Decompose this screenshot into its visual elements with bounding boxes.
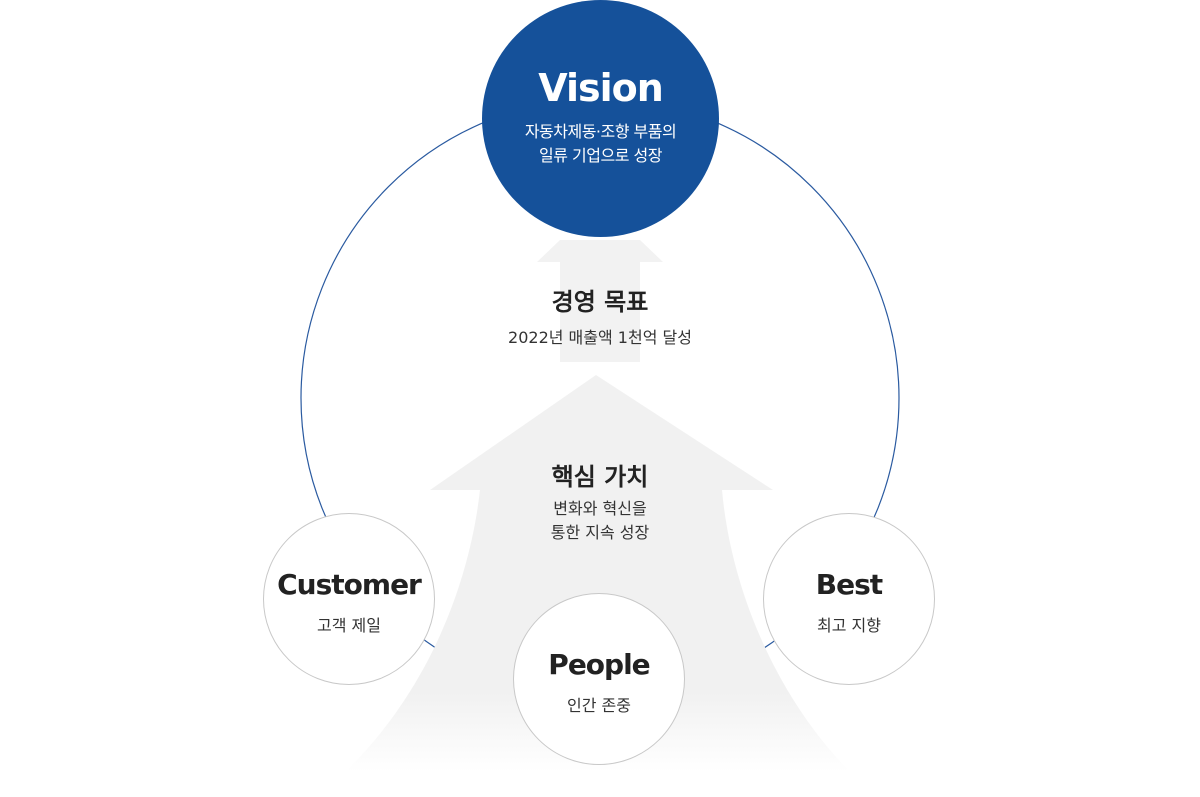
customer-title: Customer (277, 568, 422, 601)
core-value-description: 변화와 혁신을 통한 지속 성장 (550, 499, 650, 542)
best-title: Best (815, 568, 883, 601)
people-circle: People 인간 존중 (513, 593, 685, 765)
customer-description: 고객 제일 (317, 616, 381, 635)
best-circle: Best 최고 지향 (763, 513, 935, 685)
people-title: People (548, 648, 650, 681)
best-description: 최고 지향 (817, 616, 881, 635)
management-goal-title: 경영 목표 (551, 288, 649, 316)
core-value-arrow (345, 375, 850, 772)
people-description: 인간 존중 (567, 696, 631, 715)
vision-circle: Vision 자동차제동·조향 부품의 일류 기업으로 성장 (482, 0, 719, 237)
vision-description: 자동차제동·조향 부품의 일류 기업으로 성장 (524, 122, 677, 165)
goal-arrow (537, 240, 663, 362)
core-value-title: 핵심 가치 (551, 463, 649, 491)
customer-circle: Customer 고객 제일 (263, 513, 435, 685)
vision-title: Vision (538, 66, 664, 110)
management-goal-description: 2022년 매출액 1천억 달성 (508, 328, 692, 347)
